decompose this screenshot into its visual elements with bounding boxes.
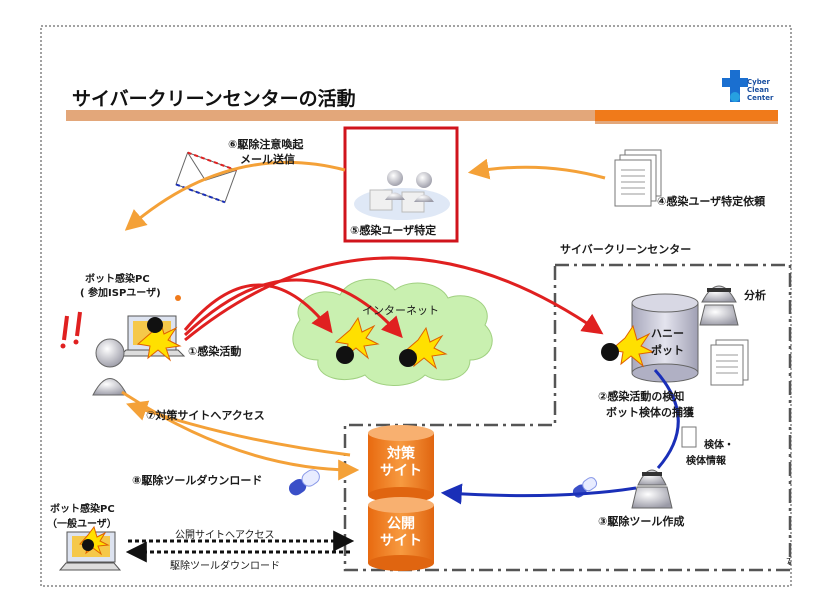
honeypot-label-2: ポット bbox=[651, 344, 684, 357]
ccc-label: サイバークリーンセンター bbox=[560, 243, 692, 256]
step6-label: ⑥駆除注意喚起 bbox=[228, 138, 304, 151]
arrow-infection-3 bbox=[184, 256, 604, 342]
arrow-infection-2 bbox=[183, 278, 403, 339]
bot-bomb-icon bbox=[399, 326, 448, 370]
step5-label: ⑤感染ユーザ特定 bbox=[350, 224, 437, 237]
internet-cloud bbox=[292, 278, 493, 386]
bot-bomb-icon bbox=[136, 295, 182, 362]
arrow-step6 bbox=[124, 160, 346, 231]
bot-pc-general-sublabel: （一般ユーザ） bbox=[47, 519, 117, 530]
specimen-documents-icon bbox=[710, 339, 749, 386]
countermeasure-site-label: 対策サイト bbox=[380, 446, 422, 479]
tool-download-label: 駆除ツールダウンロード bbox=[170, 561, 280, 572]
bot-bomb-icon bbox=[334, 316, 380, 364]
arrow-step8 bbox=[121, 390, 360, 481]
documents-icon bbox=[614, 149, 662, 207]
step2-sublabel: ボット検体の捕獲 bbox=[606, 406, 694, 419]
step1-label: ①感染活動 bbox=[188, 345, 242, 358]
public-site-server bbox=[368, 497, 434, 571]
bot-pc-general-label: ボット感染PC bbox=[50, 504, 115, 515]
internet-label: インターネット bbox=[362, 304, 439, 317]
analyst-icon bbox=[699, 285, 739, 326]
bot-pc-isp-label: ボット感染PC bbox=[85, 274, 150, 285]
step6-sublabel: メール送信 bbox=[240, 153, 295, 166]
honeypot-label-1: ハニー bbox=[651, 327, 684, 340]
step3-label: ③駆除ツール作成 bbox=[598, 515, 685, 528]
bot-pc-isp-sublabel: ( 参加ISPユーザ) bbox=[80, 288, 161, 299]
removal-tool-pill-icon bbox=[288, 469, 320, 496]
arrow-step4 bbox=[467, 158, 606, 180]
cyber-clean-center-logo bbox=[722, 70, 748, 102]
step2-label: ②感染活動の検知 bbox=[598, 390, 685, 403]
ccc-region bbox=[343, 263, 792, 572]
step8-label: ⑧駆除ツールダウンロード bbox=[132, 474, 263, 487]
bot-bomb-icon bbox=[601, 324, 655, 368]
user-figure-icon bbox=[92, 338, 128, 396]
people-icon bbox=[354, 170, 450, 220]
alert-mark bbox=[62, 315, 69, 341]
specimen-info-label-2: 検体情報 bbox=[686, 456, 726, 467]
step7-label: ⑦対策サイトへアクセス bbox=[146, 409, 265, 422]
public-site-label: 公開サイト bbox=[380, 516, 422, 549]
tool-developer-icon bbox=[631, 469, 673, 509]
arrow-specimen bbox=[653, 368, 680, 469]
title-bar bbox=[66, 110, 778, 121]
title-bar-accent bbox=[595, 110, 778, 121]
specimen-sheet-icon bbox=[681, 426, 697, 448]
analysis-label: 分析 bbox=[744, 289, 766, 302]
honeypot-server bbox=[631, 293, 699, 383]
bot-bomb-icon bbox=[78, 525, 110, 556]
specimen-info-label-1: 検体・ bbox=[704, 440, 734, 451]
page-title: サイバークリーンセンターの活動 bbox=[72, 88, 356, 110]
user-identification-box bbox=[343, 126, 459, 243]
arrow-step3 bbox=[440, 483, 637, 505]
page-number: 7 bbox=[786, 557, 792, 566]
removal-tool-pill-icon bbox=[572, 477, 598, 498]
alert-mark bbox=[75, 311, 82, 337]
step4-label: ④感染ユーザ特定依頼 bbox=[657, 195, 766, 208]
public-access-label: 公開サイトへアクセス bbox=[175, 530, 275, 541]
